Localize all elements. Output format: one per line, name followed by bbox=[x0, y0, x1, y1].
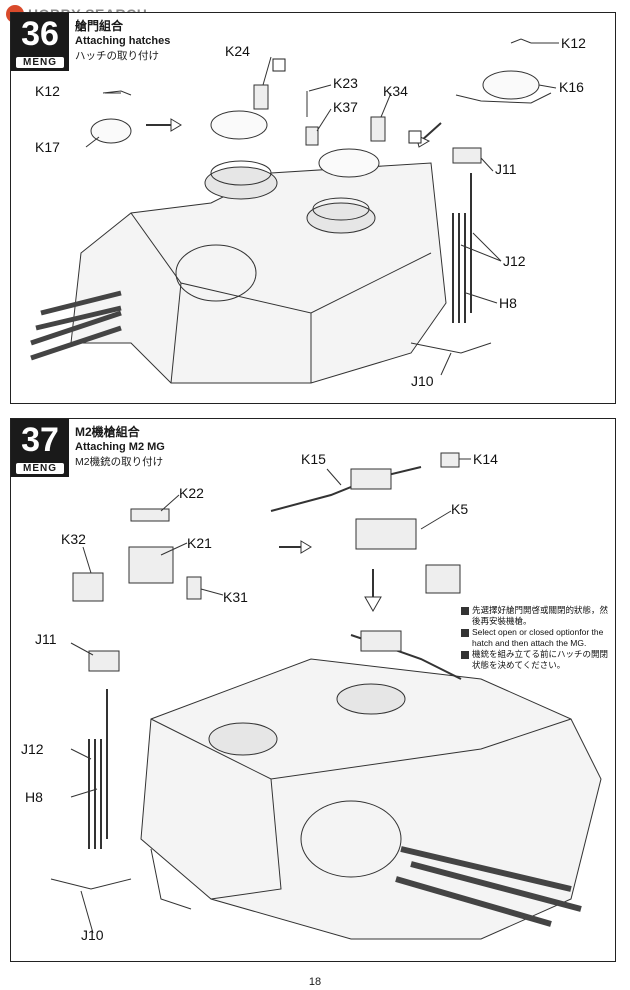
step-37-title-jp: M2機銃の取り付け bbox=[75, 456, 164, 468]
step-36-title: 艙門組合 Attaching hatches ハッチの取り付け bbox=[75, 19, 170, 64]
step-36-number: 36 bbox=[21, 15, 59, 53]
label-k17: K17 bbox=[35, 139, 60, 155]
step-36-brand: MENG bbox=[16, 57, 64, 68]
label-j12: J12 bbox=[503, 253, 526, 269]
label-k5: K5 bbox=[451, 501, 469, 517]
label-j12: J12 bbox=[21, 741, 44, 757]
step-37-brand: MENG bbox=[16, 463, 64, 474]
note-zh: 先選擇好艙門開啓或關閉的狀態，然後再安裝機槍。 bbox=[472, 605, 609, 626]
label-k23: K23 bbox=[333, 75, 358, 91]
step-36-check-marks bbox=[272, 58, 422, 144]
lang-jp-icon bbox=[461, 651, 469, 659]
step-37-number: 37 bbox=[21, 421, 59, 459]
label-k12-left: K12 bbox=[35, 83, 60, 99]
note-jp: 機銃を組み立てる前にハッチの開閉状態を決めてください。 bbox=[472, 649, 609, 670]
page-number: 18 bbox=[308, 976, 322, 988]
label-j10: J10 bbox=[411, 373, 434, 389]
step-37-badge: 37 MENG bbox=[11, 419, 69, 477]
step-36-title-en: Attaching hatches bbox=[75, 35, 171, 47]
note-en: Select open or closed optionfor the hatc… bbox=[472, 627, 604, 648]
label-j10: J10 bbox=[81, 927, 104, 943]
label-k24: K24 bbox=[225, 43, 250, 59]
step-37-note: 先選擇好艙門開啓或關閉的狀態，然後再安裝機槍。 Select open or c… bbox=[461, 605, 611, 671]
label-k12-right: K12 bbox=[561, 35, 586, 51]
label-k34: K34 bbox=[383, 83, 408, 99]
label-k22: K22 bbox=[179, 485, 204, 501]
step-37-title: M2機槍組合 Attaching M2 MG M2機銃の取り付け bbox=[75, 425, 165, 470]
label-j11: J11 bbox=[495, 161, 517, 177]
label-k15: K15 bbox=[301, 451, 326, 467]
label-j11: J11 bbox=[35, 631, 57, 647]
label-k31: K31 bbox=[223, 589, 248, 605]
step-37-drawing bbox=[50, 452, 602, 940]
step-37-title-zh: M2機槍組合 bbox=[75, 425, 140, 439]
label-k21: K21 bbox=[187, 535, 212, 551]
step-36-title-jp: ハッチの取り付け bbox=[75, 50, 159, 62]
label-k16: K16 bbox=[559, 79, 584, 95]
lang-zh-icon bbox=[461, 607, 469, 615]
label-k14: K14 bbox=[473, 451, 498, 467]
lang-en-icon bbox=[461, 629, 469, 637]
step-36-title-zh: 艙門組合 bbox=[75, 19, 124, 33]
label-k37: K37 bbox=[333, 99, 358, 115]
step-37-title-en: Attaching M2 MG bbox=[75, 441, 165, 453]
step-36-panel: 36 MENG 艙門組合 Attaching hatches ハッチの取り付け … bbox=[10, 12, 616, 404]
label-h8: H8 bbox=[25, 789, 43, 805]
step-37-panel: 37 MENG M2機槍組合 Attaching M2 MG M2機銃の取り付け… bbox=[10, 418, 616, 962]
label-h8: H8 bbox=[499, 295, 517, 311]
step-36-drawing bbox=[30, 38, 559, 384]
label-k32: K32 bbox=[61, 531, 86, 547]
step-36-badge: 36 MENG bbox=[11, 13, 69, 71]
